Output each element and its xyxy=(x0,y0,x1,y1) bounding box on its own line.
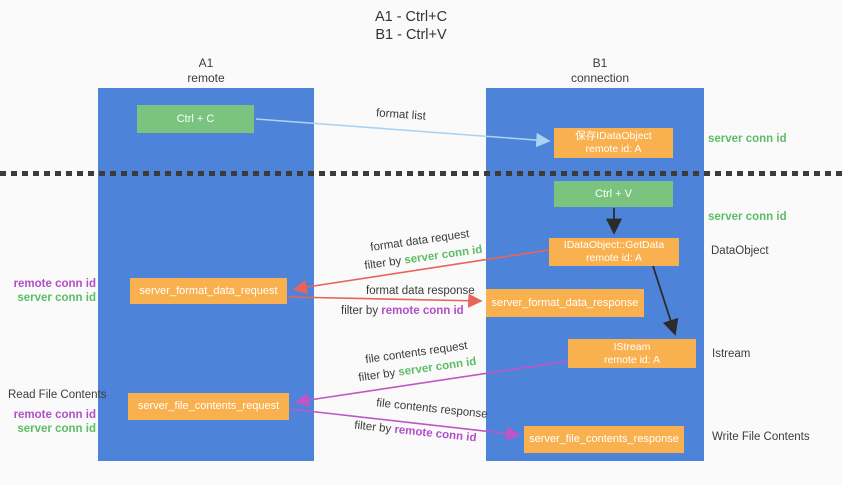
node-ctrl-v: Ctrl + V xyxy=(554,181,673,207)
session-divider-line xyxy=(0,171,842,176)
lane-header-b1: B1 connection xyxy=(550,56,650,86)
lane-header-a1: A1 remote xyxy=(156,56,256,86)
remote-conn-id-inline-1: remote conn id xyxy=(381,305,464,317)
node-idataobject-getdata-line1: IDataObject::GetData xyxy=(563,239,665,251)
node-istream-line2: remote id: A xyxy=(603,353,661,366)
lane-b1-role: connection xyxy=(570,71,630,85)
node-ctrl-c-label: Ctrl + C xyxy=(176,112,215,125)
node-server-file-contents-response-label: server_file_contents_response xyxy=(529,433,679,445)
diagram-title: A1 - Ctrl+C B1 - Ctrl+V xyxy=(331,8,491,44)
lane-b1-name: B1 xyxy=(592,56,608,70)
edge-label-format-data-response: format data response xyxy=(366,285,475,297)
node-server-format-data-response: server_format_data_response xyxy=(486,289,644,317)
title-line-a1: A1 - Ctrl+C xyxy=(374,9,448,25)
edge-label-filter-remote-1: filter by remote conn id xyxy=(341,305,464,317)
edge-label-format-list: format list xyxy=(375,107,427,123)
filter-by-text-4: filter by xyxy=(353,419,392,436)
edge-label-file-contents-response: file contents response xyxy=(375,397,489,421)
label-remote-conn-id-1: remote conn id xyxy=(13,278,96,290)
lane-a1-name: A1 xyxy=(198,56,214,70)
label-conn-id-pair-top: remote conn id server conn id xyxy=(12,277,96,305)
node-idataobject-getdata-line2: remote id: A xyxy=(585,252,643,264)
node-server-file-contents-request: server_file_contents_request xyxy=(128,393,289,420)
remote-conn-id-inline-2: remote conn id xyxy=(393,423,478,445)
node-ctrl-c: Ctrl + C xyxy=(137,105,254,133)
lane-a1-role: remote xyxy=(187,71,225,85)
node-server-format-data-request: server_format_data_request xyxy=(130,278,287,304)
node-save-idataobject-line1: 保存IDataObject xyxy=(575,130,652,142)
label-dataobject: DataObject xyxy=(711,245,769,257)
node-save-idataobject-line2: remote id: A xyxy=(585,143,642,155)
label-conn-id-pair-bottom: remote conn id server conn id xyxy=(12,408,96,436)
node-istream: IStream remote id: A xyxy=(568,339,696,368)
label-istream: Istream xyxy=(712,348,751,360)
title-line-b1: B1 - Ctrl+V xyxy=(375,27,447,43)
node-server-format-data-response-label: server_format_data_response xyxy=(491,296,639,309)
label-remote-conn-id-2: remote conn id xyxy=(13,409,96,421)
node-server-file-contents-response: server_file_contents_response xyxy=(524,426,684,453)
arrow-format-data-response xyxy=(287,293,483,308)
node-idataobject-getdata: IDataObject::GetData remote id: A xyxy=(549,238,679,266)
node-istream-line1: IStream xyxy=(613,340,651,353)
label-server-conn-id-top: server conn id xyxy=(708,133,787,145)
edge-label-filter-remote-2: filter by remote conn id xyxy=(354,420,477,445)
node-server-file-contents-request-label: server_file_contents_request xyxy=(137,400,280,412)
node-save-idataobject: 保存IDataObject remote id: A xyxy=(554,128,673,158)
label-server-conn-id-1: server conn id xyxy=(17,292,96,304)
node-server-format-data-request-label: server_format_data_request xyxy=(139,284,278,297)
label-server-conn-id-mid: server conn id xyxy=(708,211,787,223)
node-ctrl-v-label: Ctrl + V xyxy=(595,187,632,200)
label-server-conn-id-2: server conn id xyxy=(17,423,96,435)
filter-by-text-2: filter by xyxy=(341,305,379,317)
label-write-file-contents: Write File Contents xyxy=(712,431,810,443)
filter-by-text-3: filter by xyxy=(357,367,397,385)
label-read-file-contents: Read File Contents xyxy=(8,389,107,401)
filter-by-text-1: filter by xyxy=(363,255,403,273)
